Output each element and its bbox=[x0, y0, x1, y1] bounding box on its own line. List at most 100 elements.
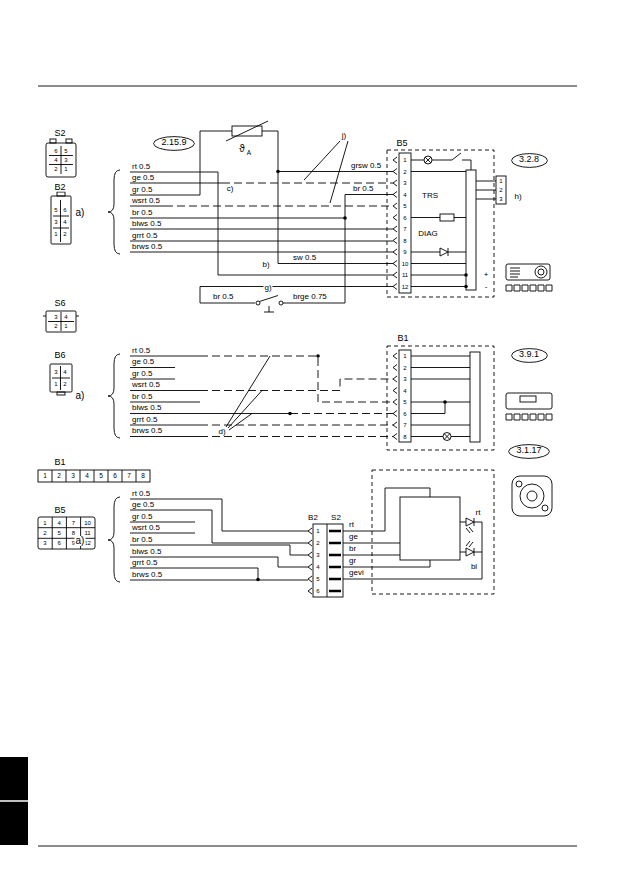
wire-label: br 0.5 bbox=[131, 393, 153, 401]
pin-number: 3 bbox=[70, 473, 76, 480]
reference-number: 3.9.1 bbox=[519, 350, 539, 360]
callout-letter: a) bbox=[75, 208, 86, 218]
junction-dot bbox=[464, 285, 468, 289]
display-unit bbox=[387, 346, 494, 450]
pin-number: 10 bbox=[401, 261, 410, 267]
internal-wire bbox=[411, 356, 470, 437]
pin-number: 4 bbox=[63, 314, 68, 320]
junction-dot bbox=[256, 578, 260, 582]
wire bbox=[130, 356, 290, 437]
junction-dot bbox=[316, 354, 320, 358]
pin-number: 6 bbox=[112, 473, 118, 480]
led-symbol bbox=[466, 548, 474, 556]
pin-number: 5 bbox=[98, 473, 104, 480]
wire-label: brws 0.5 bbox=[131, 243, 163, 251]
device-icon bbox=[506, 414, 552, 420]
device-icon bbox=[527, 491, 537, 501]
wire-label: blws 0.5 bbox=[131, 220, 162, 228]
connector-grid bbox=[52, 366, 70, 390]
wire-label: grrt 0.5 bbox=[131, 232, 158, 240]
thumb-tab bbox=[0, 757, 28, 845]
pin-number: 7 bbox=[126, 473, 132, 480]
connector-block bbox=[313, 524, 343, 597]
oval-outline bbox=[511, 348, 547, 362]
lamp-symbol bbox=[425, 157, 431, 163]
wire bbox=[200, 287, 393, 304]
pin-number: 1 bbox=[42, 473, 48, 480]
switch-contact bbox=[256, 301, 260, 305]
wire-label: rt 0.5 bbox=[131, 347, 151, 355]
connector-tab bbox=[66, 139, 72, 143]
connector-name: B6 bbox=[53, 351, 66, 360]
pin-number: 2 bbox=[53, 323, 58, 329]
wire bbox=[130, 172, 393, 275]
connector-name: S2 bbox=[330, 514, 342, 522]
device-icon bbox=[538, 269, 544, 275]
junction-dot bbox=[443, 400, 447, 404]
pin-number: 2 bbox=[402, 169, 407, 175]
switch-blade bbox=[260, 296, 279, 302]
pin-number: 7 bbox=[402, 226, 407, 232]
wire-color: rt bbox=[348, 521, 355, 529]
connector-grid bbox=[38, 517, 95, 549]
wire-label: br 0.5 bbox=[131, 536, 153, 544]
junction-dot bbox=[464, 273, 468, 277]
pin-chevron bbox=[308, 528, 312, 594]
wire bbox=[130, 229, 393, 252]
pin-number: 6 bbox=[53, 148, 58, 154]
connector-name: B5 bbox=[395, 139, 408, 148]
pin-number: 3 bbox=[402, 180, 407, 186]
connector-grid bbox=[43, 312, 79, 331]
wire-color: br bbox=[348, 545, 357, 553]
callout-letter: g) bbox=[263, 284, 272, 292]
wire bbox=[130, 183, 222, 184]
device-icon bbox=[520, 396, 536, 402]
pin-chevron bbox=[393, 157, 397, 290]
bundle-bracket bbox=[108, 497, 120, 582]
diode-symbol bbox=[440, 248, 448, 256]
connector-name: B2 bbox=[53, 183, 66, 192]
optional-wire bbox=[200, 356, 393, 437]
wire bbox=[130, 499, 308, 580]
internal-wire bbox=[411, 172, 466, 287]
connector-name: S2 bbox=[53, 129, 66, 138]
wire-color: gr bbox=[348, 557, 357, 565]
lamp-symbol bbox=[424, 156, 432, 164]
pin-number: 6 bbox=[62, 207, 67, 213]
temperature-sensor bbox=[226, 121, 268, 141]
callout-letter: c) bbox=[226, 185, 235, 193]
bundle-bracket bbox=[108, 170, 120, 582]
junction-dot bbox=[288, 412, 292, 416]
wire-label: ge 0.5 bbox=[131, 501, 155, 509]
led-color: rt bbox=[475, 509, 482, 517]
pin-number: 1 bbox=[42, 520, 47, 526]
wire-label: gr 0.5 bbox=[131, 186, 153, 194]
resistor-symbol bbox=[440, 214, 454, 221]
connector-tab bbox=[57, 192, 65, 196]
callout-letter: b) bbox=[261, 261, 270, 269]
wire-label: br 0.5 bbox=[352, 185, 374, 193]
pin-number: 2 bbox=[315, 540, 320, 546]
wire bbox=[262, 131, 393, 264]
wire-label: gr 0.5 bbox=[131, 370, 153, 378]
control-unit bbox=[387, 150, 506, 297]
internal-wire bbox=[343, 488, 482, 579]
pin-number: 4 bbox=[57, 520, 62, 526]
callout-letter: a) bbox=[75, 536, 86, 546]
callout-letter: a) bbox=[75, 391, 86, 401]
pin-number: 3 bbox=[42, 540, 47, 546]
device-icon bbox=[512, 476, 552, 516]
pin-number: 1 bbox=[63, 323, 68, 329]
junction-dot bbox=[443, 400, 447, 404]
led-light-arrow bbox=[466, 527, 473, 547]
wire-label: br 0.5 bbox=[212, 293, 234, 301]
wire-label: grrt 0.5 bbox=[131, 416, 158, 424]
pin-number: 5 bbox=[402, 399, 407, 405]
connector-grid bbox=[49, 146, 73, 174]
connector-pair bbox=[308, 524, 343, 597]
junction-dot bbox=[464, 273, 468, 288]
led-symbol bbox=[466, 518, 474, 526]
connector-strip bbox=[399, 153, 411, 293]
connector-name: B5 bbox=[53, 506, 66, 515]
